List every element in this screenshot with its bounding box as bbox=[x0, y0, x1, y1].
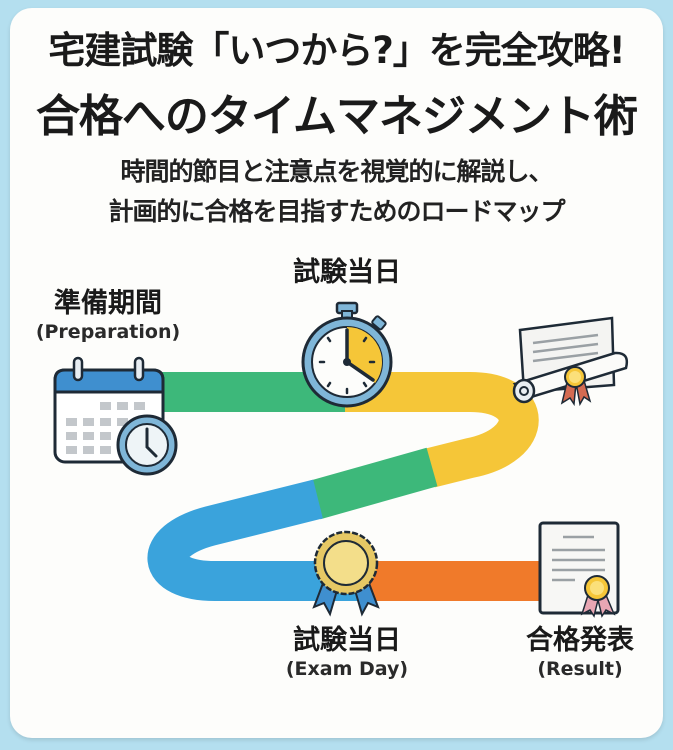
milestone-result-label: 合格発表 (Result) bbox=[500, 625, 660, 681]
title-line-1: 宅建試験「いつから?」を完全攻略! bbox=[48, 29, 625, 72]
milestone-result-jp: 合格発表 bbox=[526, 625, 634, 656]
milestone-exam-top-jp: 試験当日 bbox=[293, 257, 401, 288]
stopwatch-icon bbox=[301, 301, 393, 408]
subtitle-line-1: 時間的節目と注意点を視覚的に解説し、 bbox=[120, 157, 553, 186]
milestone-result-en: (Result) bbox=[537, 658, 623, 680]
milestone-preparation-en: (Preparation) bbox=[35, 321, 181, 343]
subtitle-line-2: 計画的に合格を目指すためのロードマップ bbox=[108, 197, 565, 226]
diploma-scroll-icon bbox=[512, 316, 629, 407]
roadmap-path bbox=[147, 372, 548, 601]
calendar-clock-icon bbox=[53, 356, 178, 476]
milestone-preparation-label: 準備期間 (Preparation) bbox=[28, 288, 188, 344]
milestone-exam-top-label: 試験当日 bbox=[267, 257, 427, 289]
title-line-2: 合格へのタイムマネジメント術 bbox=[35, 91, 638, 142]
milestone-preparation-jp: 準備期間 bbox=[54, 288, 162, 319]
certificate-icon bbox=[538, 521, 620, 618]
milestone-exam-day-label: 試験当日 (Exam Day) bbox=[267, 625, 427, 681]
medal-icon bbox=[312, 530, 380, 617]
milestone-exam-day-en: (Exam Day) bbox=[285, 658, 409, 680]
milestone-exam-day-jp: 試験当日 bbox=[293, 625, 401, 656]
